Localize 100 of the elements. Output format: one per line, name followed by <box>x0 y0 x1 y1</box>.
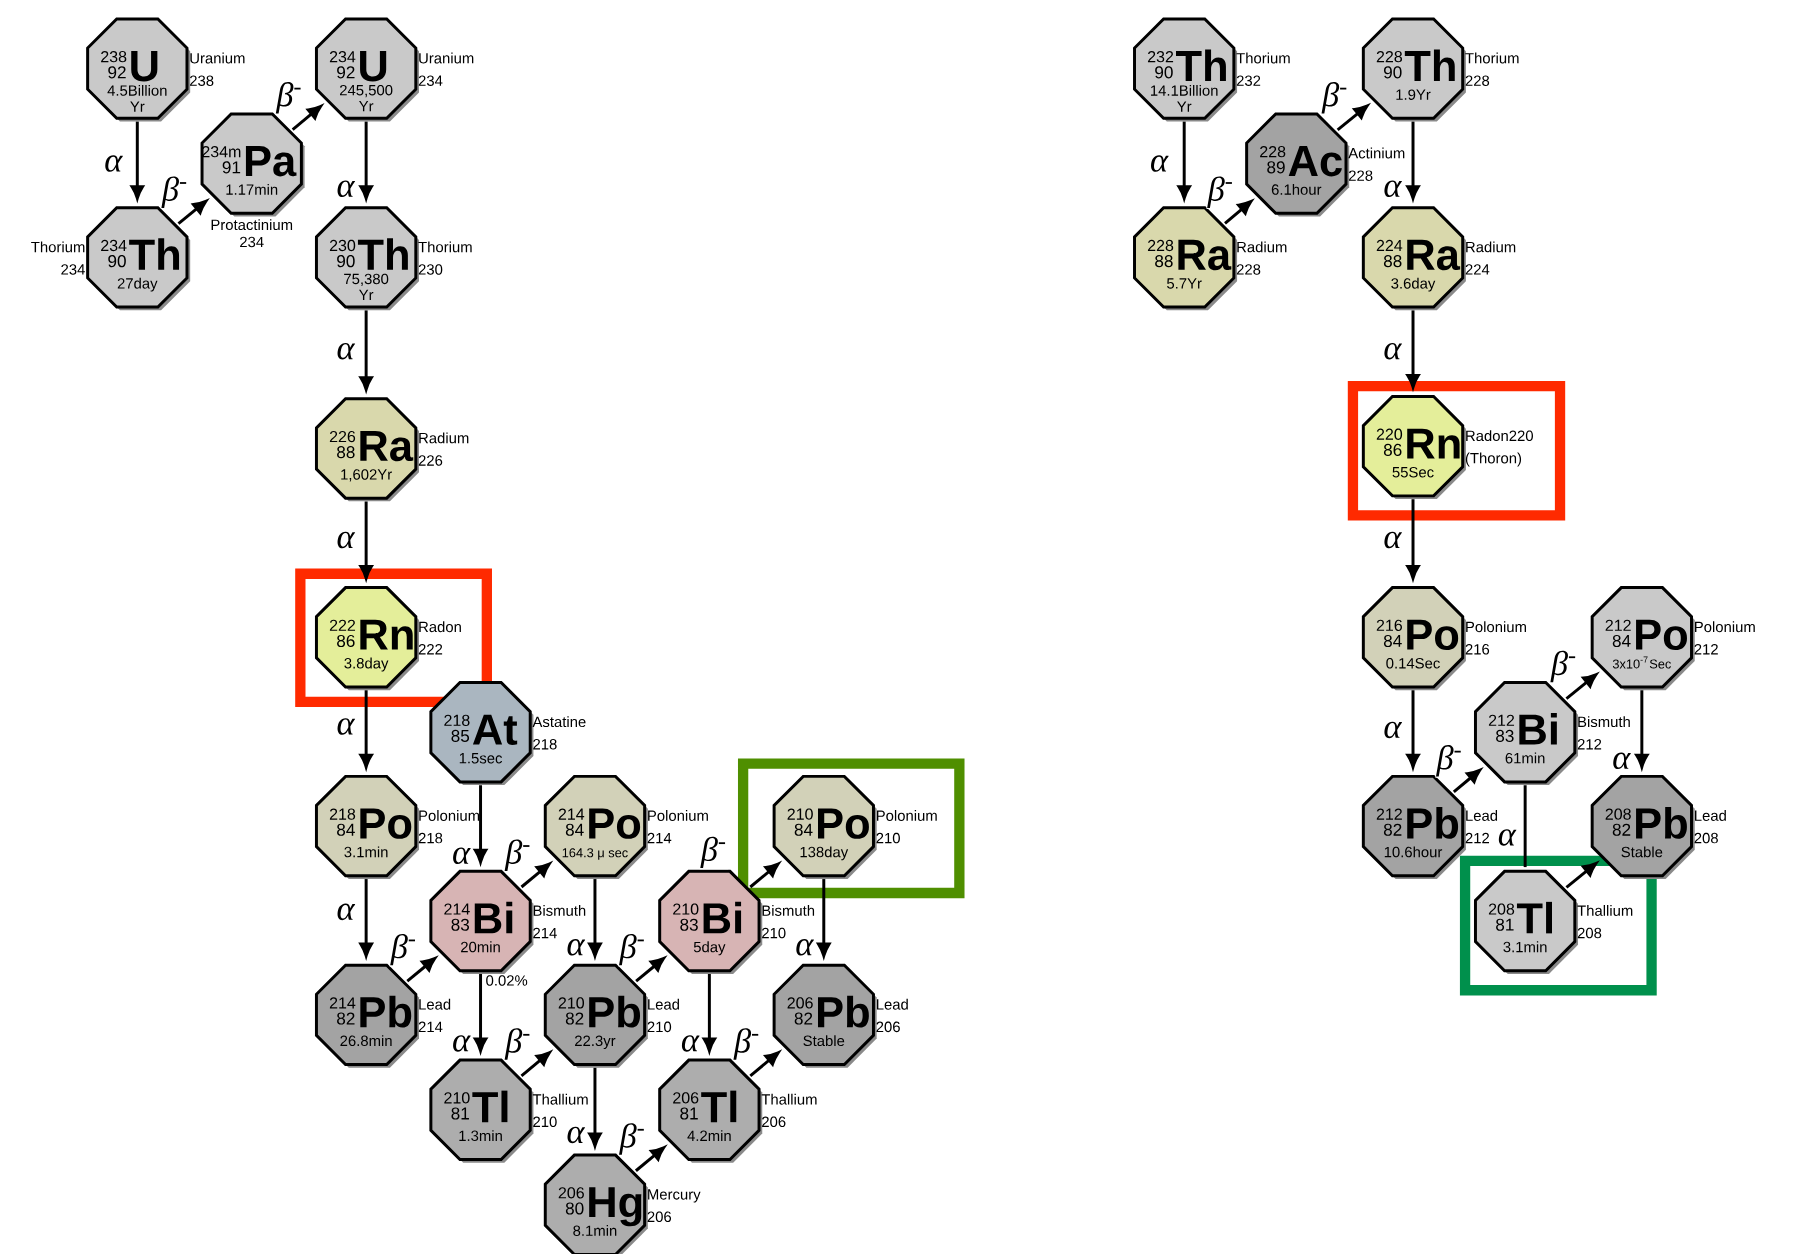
decay-label: α <box>1382 720 1403 740</box>
element-label: Lead <box>1466 810 1498 821</box>
element-label: 206 <box>876 1021 900 1033</box>
element-label: 228 <box>1349 170 1373 181</box>
element-label: 210 <box>762 927 786 939</box>
element-label: Mercury <box>648 1189 701 1203</box>
element-label: Radium <box>1466 241 1516 253</box>
decay-label: α <box>1611 751 1632 771</box>
decay-label: β$^{-}$ <box>1206 175 1236 210</box>
decay-arrow <box>177 199 208 225</box>
decay-arrow <box>1635 690 1649 769</box>
decay-label: α <box>335 530 356 550</box>
element-label: Lead <box>419 998 451 1010</box>
decay-label: α <box>1148 154 1170 173</box>
decay-arrow <box>749 1051 780 1077</box>
element-label: Protactinium <box>211 219 293 231</box>
decay-arrow <box>1406 690 1420 769</box>
element-label: 226 <box>418 455 443 466</box>
element-label: Radium <box>1237 241 1287 253</box>
element-label: 212 <box>1694 644 1718 655</box>
element-label: 238 <box>190 75 214 86</box>
element-label: 208 <box>1694 832 1718 844</box>
decay-label: α <box>450 846 472 866</box>
decay-arrow <box>406 957 437 983</box>
decay-label: α <box>335 902 356 922</box>
element-label: Uranium <box>190 52 245 64</box>
element-label: (Thoron) <box>1465 452 1522 467</box>
decay-arrow <box>520 1051 551 1077</box>
element-label: Polonium <box>1695 621 1755 633</box>
decay-label: α <box>1382 179 1403 199</box>
decay-arrow <box>1565 862 1598 889</box>
element-label: Polonium <box>1466 621 1526 633</box>
decay-label: β$^{-}$ <box>1435 743 1464 778</box>
decay-label: α <box>1496 828 1517 847</box>
decay-arrow <box>1336 104 1369 132</box>
decay-label: α <box>335 179 356 199</box>
element-label: 222 <box>418 644 443 655</box>
element-label: 210 <box>876 832 900 844</box>
decay-label: β$^{-}$ <box>275 80 304 115</box>
element-label: 214 <box>647 832 672 844</box>
decay-label: β$^{-}$ <box>504 1027 533 1061</box>
element-label: 234 <box>61 264 85 275</box>
element-label: 224 <box>1465 264 1490 275</box>
element-label: 228 <box>1236 264 1261 275</box>
element-label: Actinium <box>1348 147 1405 159</box>
decay-label: α <box>565 1125 586 1145</box>
decay-label: α <box>794 937 815 957</box>
element-label: Uranium <box>419 52 474 64</box>
decay-label: α <box>1382 341 1403 361</box>
highlight-frame <box>295 568 492 708</box>
decay-label: β$^{-}$ <box>618 932 647 967</box>
element-label: Thorium <box>418 241 472 253</box>
element-label: 210 <box>647 1021 672 1033</box>
highlight-frame <box>737 758 965 899</box>
decay-arrow <box>1406 310 1420 389</box>
element-label: Polonium <box>876 810 937 821</box>
decay-label: α <box>335 341 356 361</box>
element-label: Polonium <box>419 810 480 821</box>
decay-label: α <box>565 937 586 957</box>
element-label: 206 <box>762 1116 786 1128</box>
decay-label: β$^{-}$ <box>389 932 419 967</box>
element-label: 214 <box>418 1021 443 1032</box>
decay-label: α <box>1382 530 1403 550</box>
decay-arrow <box>749 862 780 889</box>
decay-arrow <box>634 1146 666 1172</box>
decay-label: α <box>679 1034 701 1053</box>
element-label: Thorium <box>1465 52 1519 64</box>
element-label: 210 <box>533 1116 557 1128</box>
element-label: 206 <box>647 1211 672 1223</box>
decay-arrow <box>588 1067 602 1148</box>
element-label: 214 <box>533 927 557 939</box>
decay-arrow <box>359 501 373 580</box>
decay-arrow <box>1452 768 1482 794</box>
decay-label: β$^{-}$ <box>618 1122 647 1156</box>
element-label: Thallium <box>1577 905 1633 916</box>
element-label: Astatine <box>532 716 586 728</box>
element-label: Thallium <box>761 1093 817 1105</box>
decay-label: β$^{-}$ <box>1320 80 1350 115</box>
element-label: Bismuth <box>1578 716 1630 728</box>
element-label: Lead <box>1695 810 1726 821</box>
element-label: Radon <box>419 621 461 633</box>
decay-label: β$^{-}$ <box>1549 649 1579 684</box>
element-label: 234 <box>240 236 264 248</box>
decay-arrow <box>359 690 373 769</box>
highlight-frame <box>1347 381 1566 521</box>
element-label: 218 <box>533 739 557 750</box>
element-label: 228 <box>1465 75 1490 86</box>
element-label: Lead <box>876 998 908 1010</box>
element-label: Bismuth <box>762 905 815 916</box>
decay-arrow <box>588 879 602 958</box>
element-label: 212 <box>1577 739 1602 750</box>
decay-arrow <box>359 879 373 958</box>
element-label: 208 <box>1577 927 1602 939</box>
decay-arrow <box>1565 673 1598 700</box>
decay-label: α <box>335 717 356 736</box>
element-label: 216 <box>1465 644 1490 655</box>
decay-arrow <box>1224 200 1253 225</box>
decay-label: α <box>103 154 124 173</box>
element-label: 212 <box>1465 832 1489 844</box>
element-label: 232 <box>1236 75 1261 86</box>
